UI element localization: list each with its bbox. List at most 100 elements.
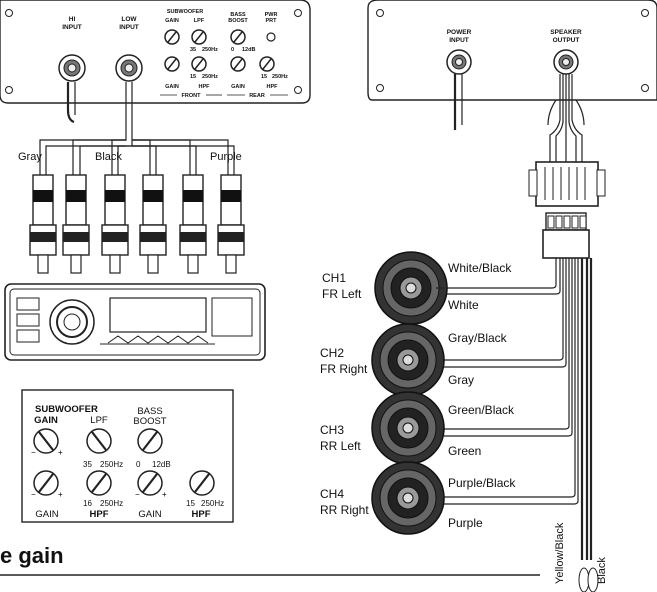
lpf-range-low: 35 [190,47,196,53]
svg-text:+: + [162,490,167,499]
ch1-wire-top: White/Black [448,261,512,275]
ch1-label: CH1 [322,271,346,285]
boost-top-label: BOOST [228,18,248,24]
zoom-hpf-rear-label: HPF [192,509,211,520]
rca-plug-4 [139,174,167,274]
zoom-knob-hpf-front[interactable] [86,470,112,496]
svg-text:−: − [31,448,36,457]
zoom-knob-lpf[interactable] [86,428,112,454]
ch3-position: RR Left [320,439,361,453]
hpf1-range-low: 15 [190,74,196,80]
zoom-panel: SUBWOOFER GAIN LPF BASS BOOST −+ 35 250H… [21,389,234,523]
hi-input-label-1: HI [69,16,76,23]
speaker-ch3 [371,391,445,465]
zoom-gain-label: GAIN [34,415,58,426]
bass-top-label: BASS [230,12,246,18]
rca-plug-6 [217,174,245,274]
zoom-hpf1-range-low: 16 [83,499,92,508]
gain-top-label: GAIN [165,18,179,24]
pwr-label: PWR [265,12,278,18]
rca-plug-3 [101,174,129,274]
ch4-label: CH4 [320,487,344,501]
head-unit [4,283,266,361]
ch4-wire-bottom: Purple [448,516,483,530]
pwr-led [266,32,276,42]
svg-text:−: − [135,490,140,499]
gain-front-label: GAIN [165,84,179,90]
svg-text:+: + [58,448,63,457]
zoom-boost-label: BOOST [133,416,166,427]
connector-top [535,161,599,207]
amp-panel-right: POWER INPUT SPEAKER OUTPUT [367,0,657,101]
ch4-position: RR Right [320,503,369,517]
prt-label: PRT [266,18,278,24]
lpf-top-label: LPF [194,18,205,24]
ch2-label: CH2 [320,346,344,360]
knob-gain-rear[interactable] [230,56,246,72]
knob-gain-top[interactable] [164,29,180,45]
ch1-wire-bottom: White [448,298,479,312]
speaker-ch4 [371,461,445,535]
knob-hpf-front[interactable] [191,56,207,72]
zoom-knob-gain-front[interactable]: −+ [31,470,63,499]
zoom-boost-range-high: 12dB [152,460,171,469]
rca-label-black: Black [95,151,122,163]
zoom-hpf-front-label: HPF [90,509,109,520]
ch2-wire-bottom: Gray [448,373,474,387]
boost-range-high: 12dB [242,47,255,53]
zoom-knob-gain-rear[interactable]: −+ [135,470,167,499]
svg-text:−: − [31,490,36,499]
lpf-range-high: 250Hz [202,47,218,53]
ch1-position: FR Left [322,287,362,301]
knob-boost-top[interactable] [230,29,246,45]
zoom-gain-rear-label: GAIN [138,509,161,520]
zoom-lpf-range-high: 250Hz [100,460,123,469]
zoom-gain-front-label: GAIN [35,509,58,520]
ch2-position: FR Right [320,362,368,376]
power-input-label-1: POWER [447,29,472,36]
rca-plug-5 [179,174,207,274]
speaker-output-label-2: OUTPUT [553,37,580,44]
channel-labels: CH1 FR Left White/Black White CH2 FR Rig… [320,261,608,584]
zoom-knob-boost[interactable] [137,428,163,454]
subwoofer-header: SUBWOOFER [167,9,203,15]
connector-bottom [542,229,590,259]
zoom-knob-hpf-rear[interactable] [189,470,215,496]
rca-plugs [29,174,245,274]
ch4-wire-top: Purple/Black [448,476,516,490]
ch3-wire-top: Green/Black [448,403,515,417]
speaker-ch2 [371,323,445,397]
hi-input-label-2: INPUT [62,24,82,31]
zoom-hpf1-range-high: 250Hz [100,499,123,508]
zoom-boost-range-low: 0 [136,460,141,469]
hpf-rear-label: HPF [267,84,279,90]
hpf2-range-low: 15 [261,74,267,80]
hpf-front-label: HPF [199,84,211,90]
rca-plug-2 [62,174,90,274]
rca-plug-1 [29,174,57,274]
zoom-hpf2-range-high: 250Hz [201,499,224,508]
zoom-lpf-range-low: 35 [83,460,92,469]
rca-label-purple: Purple [210,151,242,163]
caption-text: e gain [0,543,64,568]
svg-text:+: + [58,490,63,499]
knob-hpf-rear[interactable] [259,56,275,72]
hpf1-range-high: 250Hz [202,74,218,80]
speaker-ch1 [374,251,448,325]
zoom-knob-gain-top[interactable]: −+ [31,428,63,457]
rear-label: REAR [249,93,265,99]
knob-lpf-top[interactable] [191,29,207,45]
gain-rear-label: GAIN [231,84,245,90]
zoom-bass-label: BASS [137,406,162,417]
ch3-label: CH3 [320,423,344,437]
speakers [371,251,448,535]
knob-gain-front[interactable] [164,56,180,72]
boost-range-low: 0 [231,47,234,53]
ch3-wire-bottom: Green [448,444,481,458]
speaker-output-label-1: SPEAKER [550,29,582,36]
hpf2-range-high: 250Hz [272,74,288,80]
rca-label-gray: Gray [18,151,42,163]
front-label: FRONT [182,93,202,99]
zoom-hpf2-range-low: 15 [186,499,195,508]
